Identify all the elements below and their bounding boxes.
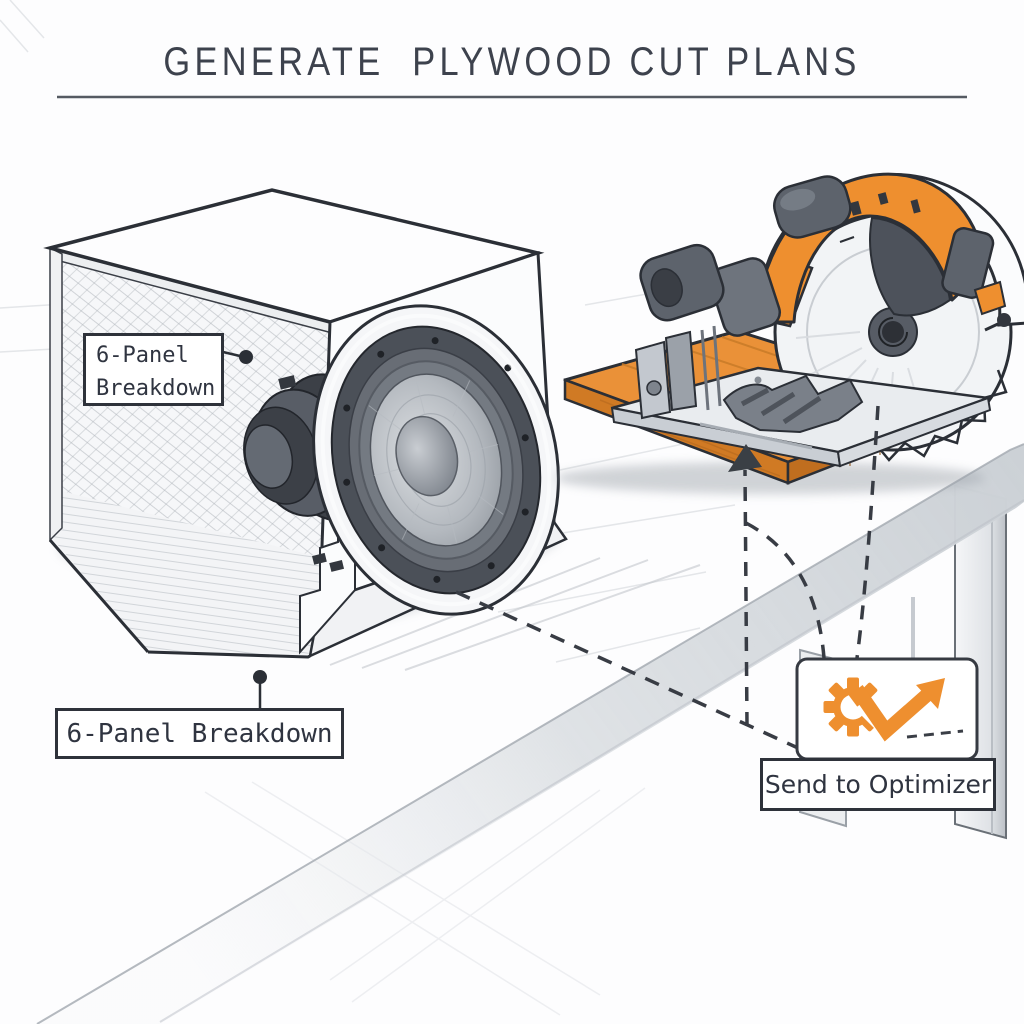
- callout-label: 6-Panel Breakdown: [66, 718, 333, 749]
- gear-check-arrow-icon: [823, 677, 964, 744]
- optimizer-card[interactable]: [795, 657, 979, 761]
- circular-saw: [610, 172, 1024, 468]
- woofer-screws: [343, 337, 529, 583]
- saw-motor-knob: [639, 243, 782, 337]
- table-edge-bottom-line: [159, 499, 1024, 1023]
- dashed-flow-path: [455, 405, 880, 750]
- saw-depth-bracket: [634, 325, 722, 420]
- saw-rear-clamp: [941, 226, 995, 299]
- callout-panel-breakdown-top: 6-Panel Breakdown: [83, 333, 224, 406]
- send-to-optimizer-button[interactable]: Send to Optimizer: [760, 758, 996, 811]
- saw-lower-guard: [722, 374, 864, 434]
- callout-leaders: [222, 350, 267, 708]
- speaker-enclosure-cutaway: [43, 188, 701, 671]
- woofer-driver: [243, 304, 560, 616]
- check-arrow-icon: [848, 685, 933, 742]
- saw-handle-buttons: [849, 192, 921, 216]
- woofer-face: [312, 304, 560, 616]
- plank-shadow: [555, 462, 985, 494]
- saw-adjust-knob: [997, 313, 1011, 327]
- saw-handle-opening: [869, 216, 952, 317]
- flow-curve-to-optimizer: [745, 521, 826, 659]
- cut-line-to-optimizer: [855, 405, 880, 659]
- flow-line-from-enclosure: [455, 590, 799, 750]
- saw-front-grip-knob: [773, 175, 852, 239]
- send-to-optimizer-label: Send to Optimizer: [764, 770, 992, 799]
- callout-line-2: Breakdown: [96, 376, 216, 401]
- table-edge-line: [36, 443, 1024, 1024]
- flow-arrowhead-icon: [728, 444, 762, 472]
- page-title: GENERATE PLYWOOD CUT PLANS: [163, 40, 861, 84]
- callout-panel-breakdown-bottom: 6-Panel Breakdown: [55, 708, 344, 759]
- callout-line-1: 6-Panel: [96, 343, 189, 368]
- flow-line-to-plank: [743, 469, 749, 727]
